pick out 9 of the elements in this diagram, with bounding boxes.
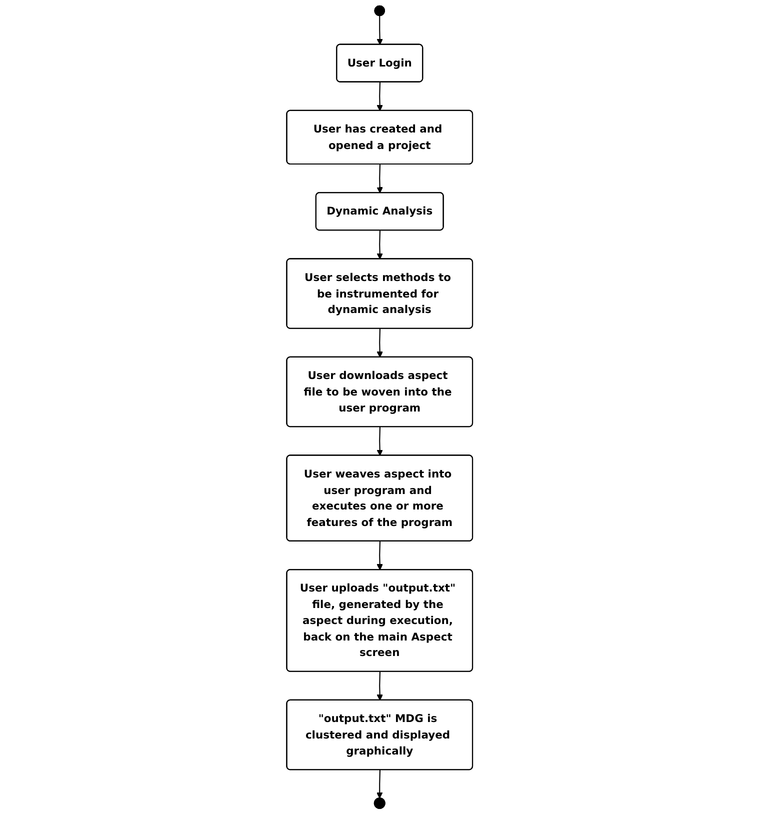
arrow bbox=[376, 770, 383, 799]
arrow bbox=[376, 672, 383, 701]
arrow bbox=[376, 427, 383, 456]
arrow bbox=[376, 164, 383, 194]
arrow bbox=[376, 541, 383, 570]
arrow bbox=[376, 16, 383, 45]
arrow bbox=[376, 328, 383, 358]
arrow bbox=[376, 230, 383, 260]
arrow bbox=[376, 82, 383, 112]
